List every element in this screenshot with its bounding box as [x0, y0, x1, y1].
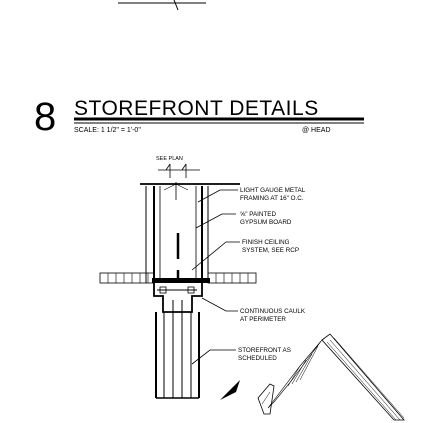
note-caulk-line-2: AT PERIMETER: [240, 316, 286, 323]
location-label: @ HEAD: [302, 127, 331, 134]
wall-section: [140, 182, 240, 283]
plan-reference-label: SEE PLAN: [156, 156, 183, 162]
title-block: 8 STOREFRONT DETAILS SCALE: 1 1/2" = 1'-…: [34, 95, 364, 139]
break-marks: [220, 333, 405, 421]
notes: LIGHT GAUGE METAL FRAMING AT 16" O.C. ⅝"…: [238, 187, 306, 362]
note-gypsum-line-2: GYPSUM BOARD: [240, 219, 292, 226]
ceiling-system: [99, 272, 257, 284]
scale-label: SCALE: 1 1/2" = 1'-0": [74, 127, 141, 134]
note-framing-line-1: LIGHT GAUGE METAL: [240, 187, 306, 194]
note-ceiling-line-2: SYSTEM, SEE RCP: [242, 247, 299, 254]
detail-title: STOREFRONT DETAILS: [74, 97, 319, 120]
note-caulk-line-1: CONTINUOUS CAULK: [240, 308, 306, 315]
note-storefront-line-1: STOREFRONT AS: [238, 347, 291, 354]
note-storefront-line-2: SCHEDULED: [238, 355, 277, 362]
storefront-frame: [153, 283, 203, 399]
note-ceiling-line-1: FINISH CEILING: [242, 239, 290, 246]
note-framing-line-2: FRAMING AT 16" O.C.: [240, 195, 304, 202]
detail-number: 8: [34, 95, 56, 139]
previous-detail-fragment: [118, 0, 206, 11]
leader-lines: [191, 189, 240, 365]
plan-reference: SEE PLAN: [156, 156, 200, 178]
note-gypsum-line-1: ⅝" PAINTED: [240, 211, 277, 218]
